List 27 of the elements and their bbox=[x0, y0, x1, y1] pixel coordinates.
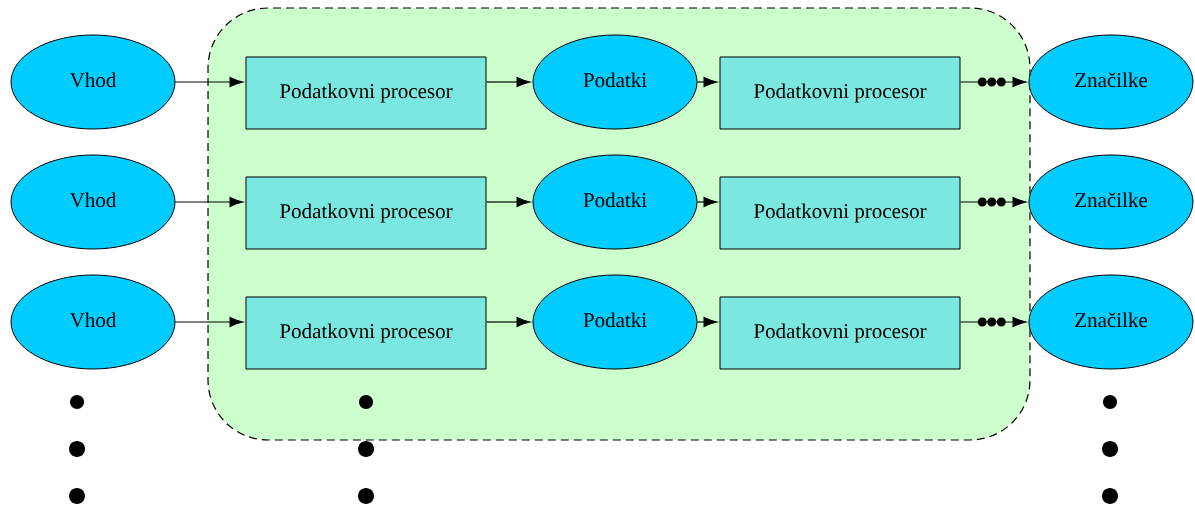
ellipse-node: Vhod bbox=[10, 154, 176, 250]
arrow bbox=[959, 196, 1027, 208]
process-box: Podatkovni procesor bbox=[719, 296, 961, 370]
ellipse-node: Vhod bbox=[10, 274, 176, 370]
ellipse-node: Vhod bbox=[10, 34, 176, 130]
arrow bbox=[696, 196, 718, 208]
process-box: Podatkovni procesor bbox=[719, 176, 961, 250]
process-box: Podatkovni procesor bbox=[245, 56, 487, 130]
arrow bbox=[174, 196, 244, 208]
process-box: Podatkovni procesor bbox=[719, 56, 961, 130]
arrow bbox=[959, 76, 1027, 88]
process-box: Podatkovni procesor bbox=[245, 296, 487, 370]
arrow bbox=[485, 196, 531, 208]
arrow bbox=[485, 316, 531, 328]
ellipse-node: Značilke bbox=[1028, 154, 1194, 250]
arrow bbox=[174, 316, 244, 328]
arrow bbox=[696, 316, 718, 328]
arrow bbox=[485, 76, 531, 88]
ellipse-node: Značilke bbox=[1028, 274, 1194, 370]
process-box: Podatkovni procesor bbox=[245, 176, 487, 250]
ellipse-node: Podatki bbox=[532, 34, 698, 130]
arrow bbox=[696, 76, 718, 88]
ellipse-node: Značilke bbox=[1028, 34, 1194, 130]
arrow bbox=[959, 316, 1027, 328]
ellipse-node: Podatki bbox=[532, 154, 698, 250]
arrow bbox=[174, 76, 244, 88]
ellipse-node: Podatki bbox=[532, 274, 698, 370]
